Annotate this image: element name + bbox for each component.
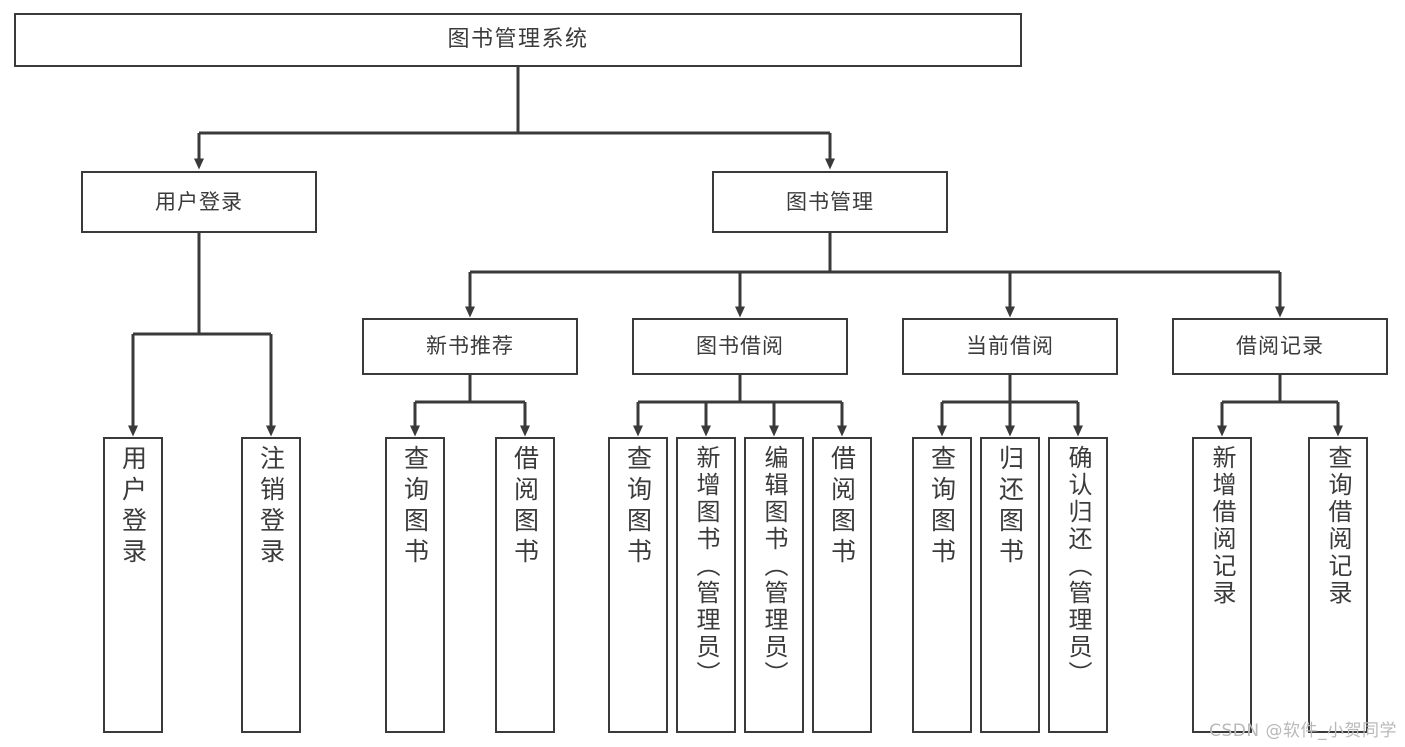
- node-root-book-management-system[interactable]: 图书管理系统: [14, 13, 1022, 67]
- leaf-user-login-logout[interactable]: 注销登录: [241, 437, 301, 733]
- node-label: 确认归还（管理员）: [1064, 445, 1092, 688]
- leaf-current-borrow-query-book[interactable]: 查询图书: [912, 437, 972, 733]
- node-label: 查询借阅记录: [1324, 445, 1352, 607]
- leaf-book-borrow-add-book-admin[interactable]: 新增图书（管理员）: [676, 437, 736, 733]
- leaf-user-login-login[interactable]: 用户登录: [103, 437, 163, 733]
- node-label: 编辑图书（管理员）: [760, 445, 788, 688]
- node-book-management[interactable]: 图书管理: [712, 171, 948, 233]
- leaf-book-borrow-edit-book-admin[interactable]: 编辑图书（管理员）: [744, 437, 804, 733]
- node-label: 图书借阅: [696, 334, 784, 359]
- node-label: 用户登录: [155, 189, 243, 214]
- leaf-book-borrow-borrow-book[interactable]: 借阅图书: [812, 437, 872, 733]
- leaf-current-borrow-return-book[interactable]: 归还图书: [980, 437, 1040, 733]
- node-label: 新增借阅记录: [1208, 445, 1236, 607]
- node-label: 图书管理系统: [447, 27, 589, 53]
- node-borrow-record[interactable]: 借阅记录: [1172, 318, 1388, 375]
- node-label: 用户登录: [118, 445, 148, 569]
- node-current-borrow[interactable]: 当前借阅: [902, 318, 1118, 375]
- node-label: 当前借阅: [966, 334, 1054, 359]
- leaf-new-book-borrow-book[interactable]: 借阅图书: [495, 437, 555, 733]
- node-label: 借阅图书: [827, 445, 857, 569]
- node-user-login[interactable]: 用户登录: [81, 171, 317, 233]
- watermark-text: CSDN @软件_小贺同学: [1209, 721, 1397, 741]
- node-label: 借阅记录: [1236, 334, 1324, 359]
- leaf-borrow-record-query-record[interactable]: 查询借阅记录: [1308, 437, 1368, 733]
- node-new-book-recommend[interactable]: 新书推荐: [362, 318, 578, 375]
- node-book-borrow[interactable]: 图书借阅: [632, 318, 848, 375]
- node-label: 查询图书: [623, 445, 653, 569]
- node-label: 归还图书: [995, 445, 1025, 569]
- leaf-current-borrow-confirm-return-admin[interactable]: 确认归还（管理员）: [1048, 437, 1108, 733]
- node-label: 查询图书: [927, 445, 957, 569]
- node-label: 借阅图书: [510, 445, 540, 569]
- node-label: 新书推荐: [426, 334, 514, 359]
- node-label: 新增图书（管理员）: [692, 445, 720, 688]
- node-label: 查询图书: [400, 445, 430, 569]
- node-label: 图书管理: [786, 189, 874, 214]
- node-label: 注销登录: [256, 445, 286, 569]
- leaf-new-book-query-book[interactable]: 查询图书: [385, 437, 445, 733]
- leaf-book-borrow-query-book[interactable]: 查询图书: [608, 437, 668, 733]
- leaf-borrow-record-add-record[interactable]: 新增借阅记录: [1192, 437, 1252, 733]
